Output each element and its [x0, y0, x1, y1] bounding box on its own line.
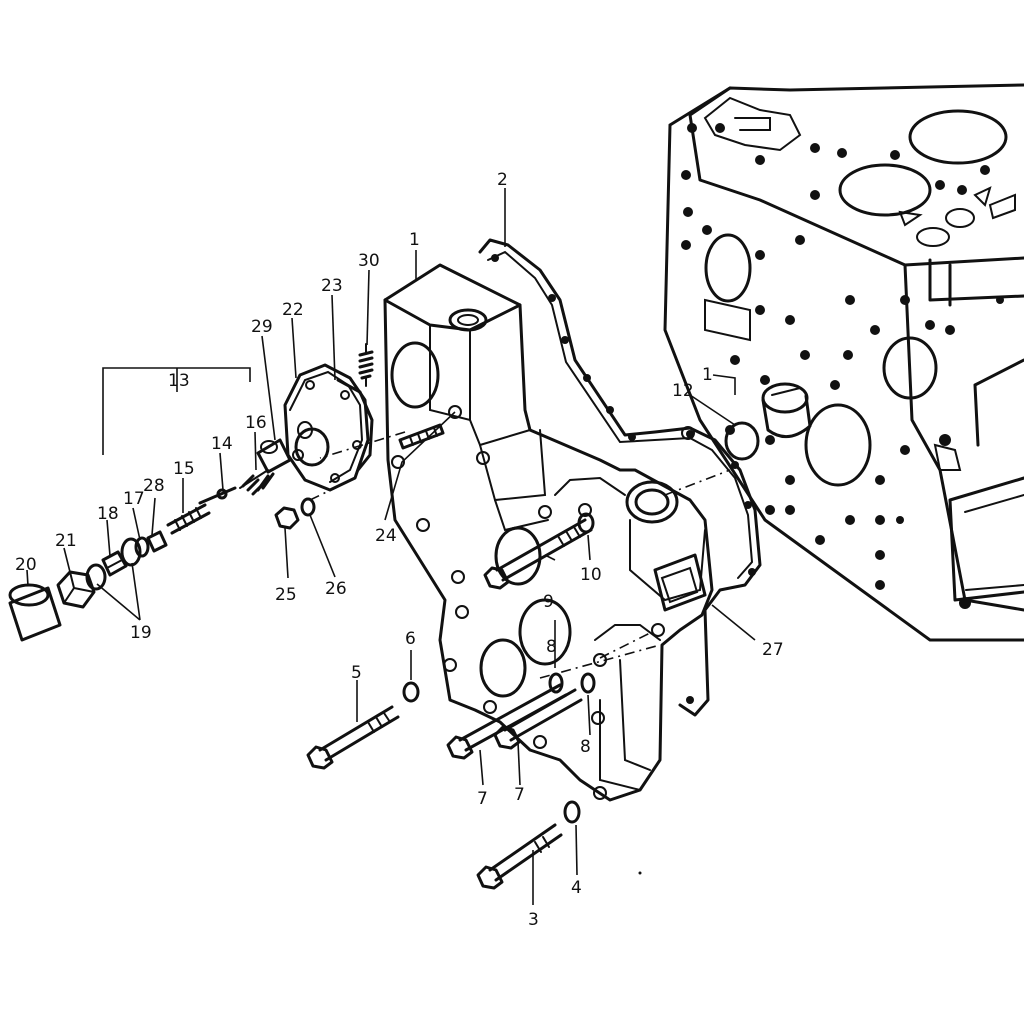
callout-1: 1: [409, 230, 420, 250]
piston-28: [146, 530, 168, 553]
engine-block: [663, 83, 1024, 642]
leader-lines: [26, 188, 756, 905]
callout-15: 15: [173, 459, 195, 479]
callout-30: 30: [358, 251, 380, 271]
valve-spring-16: [239, 469, 275, 496]
callout-1-oil-cap: 1: [702, 365, 713, 385]
washer-26: [300, 497, 316, 517]
spring-15: [166, 503, 211, 535]
callout-6: 6: [405, 629, 416, 649]
callout-25: 25: [275, 585, 297, 605]
nut-21: [56, 570, 96, 609]
speck: [638, 871, 642, 875]
callout-26: 26: [325, 579, 347, 599]
callout-20: 20: [15, 555, 37, 575]
callout-10: 10: [580, 565, 602, 585]
callout-7-left: 7: [477, 789, 488, 809]
nut-6: [402, 681, 420, 703]
bolt-9: [483, 518, 593, 590]
valve-body: [256, 438, 292, 474]
cover-gasket: [336, 378, 374, 472]
filler-cap: [761, 382, 812, 438]
pin-14: [198, 486, 237, 505]
callout-27: 27: [762, 640, 784, 660]
callout-21: 21: [55, 531, 77, 551]
callout-12: 12: [672, 381, 694, 401]
callout-13: 13: [168, 371, 190, 391]
bolt-3: [476, 823, 563, 890]
callout-17: 17: [123, 489, 145, 509]
washers-8: [548, 672, 596, 694]
assembly-centerlines: [309, 431, 731, 679]
washer-17: [134, 536, 150, 558]
callout-9: 9: [543, 592, 554, 612]
callout-8-lower: 8: [580, 737, 591, 757]
stud-bolt: [398, 423, 445, 450]
callout-3: 3: [528, 910, 539, 930]
callout-4: 4: [571, 878, 582, 898]
callout-8-upper: 8: [546, 637, 557, 657]
cap-20: [8, 583, 62, 642]
bolts-7: [446, 683, 583, 760]
callout-2: 2: [497, 170, 508, 190]
nut-25: [274, 506, 300, 530]
nut-4: [563, 800, 581, 824]
callout-18: 18: [97, 504, 119, 524]
callout-22: 22: [282, 300, 304, 320]
callout-24: 24: [375, 526, 397, 546]
plug-18: [101, 550, 128, 577]
pump-cover: [283, 363, 370, 492]
bolt-5: [306, 705, 400, 770]
callout-labels: 1 1 2 3 4 5 6 7 7 8 8 9 10 12 13 14 15 1…: [15, 170, 784, 930]
callout-14: 14: [211, 434, 233, 454]
callout-7-right: 7: [514, 785, 525, 805]
o-ring: [724, 421, 760, 461]
callout-29: 29: [251, 317, 273, 337]
callout-5: 5: [351, 663, 362, 683]
callout-19: 19: [130, 623, 152, 643]
spring-30: [358, 343, 374, 387]
callout-28: 28: [143, 476, 165, 496]
washer-10: [577, 512, 595, 534]
callout-16: 16: [245, 413, 267, 433]
timing-cover: [383, 263, 714, 802]
callout-23: 23: [321, 276, 343, 296]
seal-ring-19: [85, 537, 142, 591]
